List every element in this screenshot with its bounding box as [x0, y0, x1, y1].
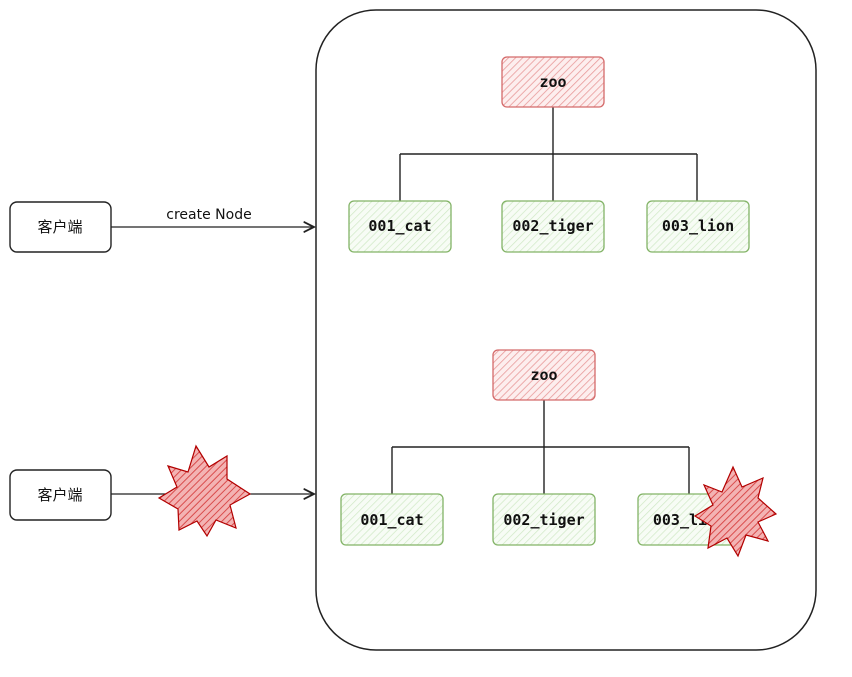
zoo-node-label: zoo [539, 73, 566, 91]
tree-top: zoo 001_cat 002_tiger 003_lion [348, 56, 750, 253]
client-bottom[interactable]: 客户端 [9, 469, 112, 521]
child-node-label: 003_lion [662, 217, 734, 235]
client-label: 客户端 [37, 218, 82, 236]
child-node-label: 002_tiger [512, 217, 593, 235]
child-node-cat[interactable]: 001_cat [340, 493, 444, 546]
child-node-label: 001_cat [360, 511, 423, 529]
create-node-arrow: create Node [111, 207, 314, 227]
zoo-node[interactable]: zoo [501, 56, 605, 108]
child-node-tiger[interactable]: 002_tiger [492, 493, 596, 546]
zoo-node-label: zoo [530, 366, 557, 384]
create-node-label: create Node [166, 207, 251, 223]
child-node-label: 002_tiger [503, 511, 584, 529]
tree-top-connectors [399, 107, 698, 201]
client-label: 客户端 [37, 486, 82, 504]
zoo-node[interactable]: zoo [492, 349, 596, 401]
explosion-icon [157, 444, 252, 538]
tree-bottom-connectors [391, 400, 690, 494]
server-container [315, 9, 817, 651]
child-node-lion[interactable]: 003_lion [646, 200, 750, 253]
child-node-label: 001_cat [368, 217, 431, 235]
explosion-icon [693, 465, 778, 558]
client-top[interactable]: 客户端 [9, 201, 112, 253]
child-node-tiger[interactable]: 002_tiger [501, 200, 605, 253]
child-node-cat[interactable]: 001_cat [348, 200, 452, 253]
